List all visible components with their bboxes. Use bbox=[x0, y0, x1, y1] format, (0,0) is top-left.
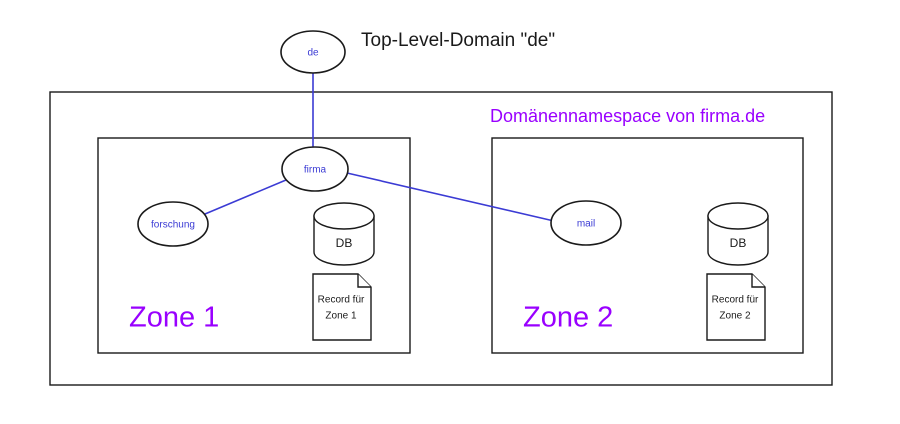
edge-firma-forschung bbox=[204, 179, 287, 215]
zone1-container bbox=[97, 137, 411, 354]
node-forschung-label: forschung bbox=[151, 220, 195, 231]
zone2-database-icon bbox=[707, 202, 769, 266]
page-title: Top-Level-Domain "de" bbox=[361, 30, 555, 51]
zone2-record-line1: Record für bbox=[712, 295, 759, 306]
zone2-record-icon bbox=[706, 273, 766, 341]
zone2-database-label: DB bbox=[730, 236, 747, 250]
zone1-record-icon bbox=[312, 273, 372, 341]
zone1-label: Zone 1 bbox=[129, 302, 219, 334]
node-firma-label: firma bbox=[304, 165, 327, 176]
zone1-record-line2: Zone 1 bbox=[325, 311, 357, 322]
namespace-container bbox=[49, 91, 833, 386]
namespace-label: Domänennamespace von firma.de bbox=[490, 106, 765, 126]
zone1-database-label: DB bbox=[336, 236, 353, 250]
zone2-record-line2: Zone 2 bbox=[719, 311, 751, 322]
zone1-database-icon bbox=[313, 202, 375, 266]
node-firma[interactable] bbox=[281, 146, 349, 192]
node-mail[interactable] bbox=[550, 200, 622, 246]
edge-firma-mail bbox=[346, 172, 555, 222]
zone2-container bbox=[491, 137, 804, 354]
zone2-label: Zone 2 bbox=[523, 302, 613, 334]
node-mail-label: mail bbox=[577, 219, 595, 230]
node-forschung[interactable] bbox=[137, 201, 209, 247]
node-de[interactable] bbox=[280, 30, 346, 74]
node-de-label: de bbox=[307, 48, 319, 59]
zone1-record-line1: Record für bbox=[318, 295, 365, 306]
